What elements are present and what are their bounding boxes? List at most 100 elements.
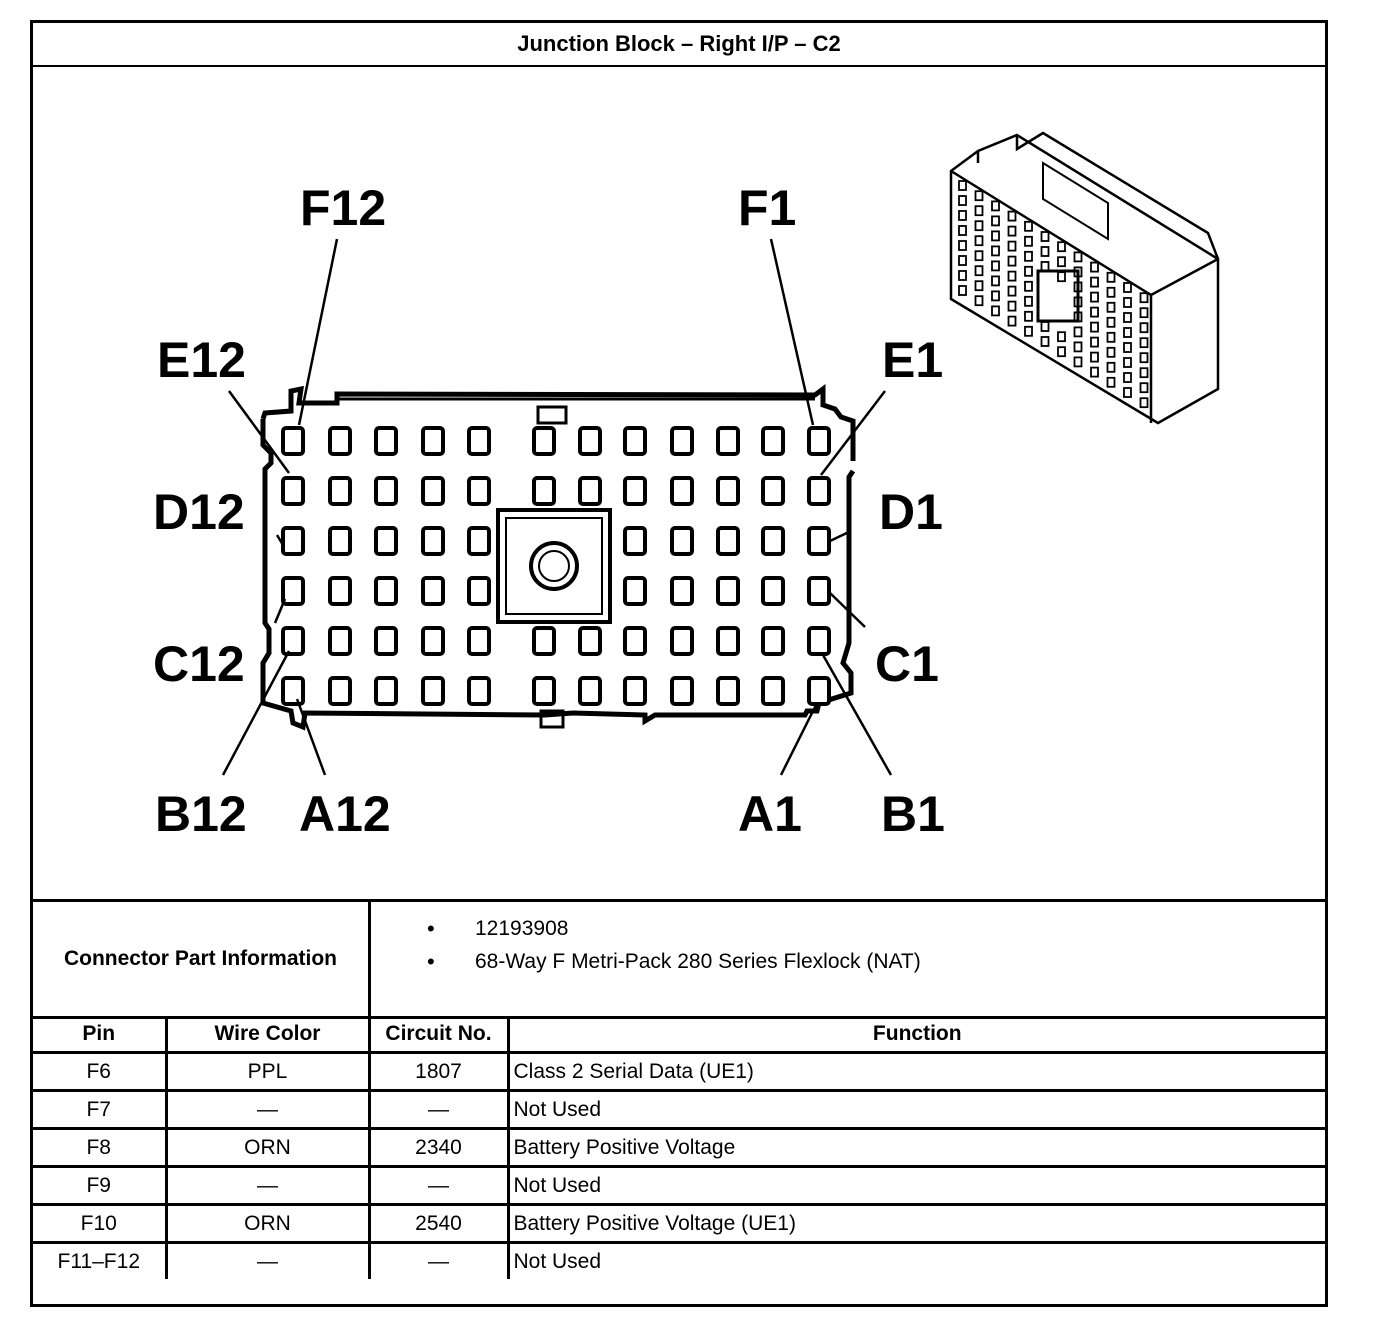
table-row: F11–F12 — — Not Used	[33, 1241, 1325, 1279]
icon-cavity	[1090, 336, 1099, 348]
icon-cavity	[991, 305, 1000, 317]
icon-cavity	[1139, 322, 1149, 334]
pin-cavity-F12	[281, 426, 305, 456]
pin-cavity-E2	[761, 476, 785, 506]
icon-cavity	[958, 270, 967, 281]
pin-cavity-A1	[807, 676, 831, 706]
cell-pin: F8	[33, 1127, 168, 1168]
pin-cavity-A8	[467, 676, 491, 706]
table-row: F9 — — Not Used	[33, 1165, 1325, 1206]
leader-line	[779, 702, 819, 776]
icon-cavity	[991, 200, 1000, 212]
icon-cavity	[1057, 241, 1066, 253]
pin-cavity-F6	[578, 426, 602, 456]
pin-cavity-A2	[761, 676, 785, 706]
pin-cavity-D8	[467, 526, 491, 556]
icon-cavity	[958, 180, 967, 191]
pin-cavity-B4	[670, 626, 694, 656]
icon-cavity	[958, 255, 967, 266]
cell-function: Battery Positive Voltage	[506, 1127, 1325, 1168]
part-number: 12193908	[413, 916, 921, 949]
pin-cavity-D2	[761, 526, 785, 556]
header-circuit-no: Circuit No.	[367, 1016, 510, 1054]
cell-function: Not Used	[506, 1241, 1325, 1279]
pin-cavity-E5	[623, 476, 647, 506]
icon-cavity	[1090, 291, 1099, 303]
icon-cavity	[1123, 297, 1132, 308]
cell-wire-color: ORN	[164, 1127, 371, 1168]
pin-cavity-B8	[467, 626, 491, 656]
pin-label-c1: C1	[875, 636, 939, 692]
header-wire-color: Wire Color	[164, 1016, 371, 1054]
pin-cavity-A3	[716, 676, 740, 706]
icon-cavity	[974, 280, 984, 292]
pin-label-f12: F12	[300, 180, 386, 236]
pin-cavity-D5	[623, 526, 647, 556]
connector-isometric-icon	[949, 131, 1220, 425]
pin-cavity-E7	[532, 476, 556, 506]
pin-label-d1: D1	[879, 484, 943, 540]
icon-cavity	[1106, 316, 1116, 328]
pin-cavity-B6	[578, 626, 602, 656]
leader-line	[221, 650, 291, 776]
pin-label-c12: C12	[153, 636, 245, 692]
pin-cavity-C11	[328, 576, 352, 606]
icon-cavity	[1024, 280, 1033, 292]
pin-cavity-D12	[281, 526, 305, 556]
pin-cavity-E4	[670, 476, 694, 506]
icon-cavity	[1139, 397, 1149, 409]
cell-circuit-no: 2340	[367, 1127, 510, 1168]
pin-cavity-C10	[374, 576, 398, 606]
connector-icon-cavities	[958, 180, 1149, 409]
cell-pin: F9	[33, 1165, 168, 1206]
icon-cavity	[1040, 231, 1050, 242]
icon-cavity	[1024, 235, 1033, 247]
cell-function: Not Used	[506, 1165, 1325, 1206]
pin-cavity-B5	[623, 626, 647, 656]
pin-cavity-C9	[421, 576, 445, 606]
icon-cavity	[1106, 376, 1116, 388]
icon-cavity	[1090, 351, 1099, 363]
cell-function: Battery Positive Voltage (UE1)	[506, 1203, 1325, 1244]
icon-cavity	[1007, 270, 1017, 282]
icon-cavity	[1090, 276, 1099, 288]
cell-circuit-no: —	[367, 1089, 510, 1130]
icon-cavity	[1007, 285, 1017, 297]
pin-cavity-A6	[578, 676, 602, 706]
icon-cavity	[991, 275, 1000, 287]
pin-cavity-D4	[670, 526, 694, 556]
pin-cavity-D11	[328, 526, 352, 556]
pin-label-d12: D12	[153, 484, 245, 540]
pin-cavity-B1	[807, 626, 831, 656]
icon-cavity	[1007, 225, 1017, 237]
icon-cavity	[1106, 301, 1116, 313]
icon-cavity	[1123, 387, 1132, 398]
pin-cavity-F2	[761, 426, 785, 456]
icon-cavity	[1106, 331, 1116, 343]
icon-cavity	[1007, 210, 1017, 222]
table-row: F7 — — Not Used	[33, 1089, 1325, 1130]
pin-label-e1: E1	[882, 332, 943, 388]
leader-line	[769, 238, 815, 426]
pin-cavity-B11	[328, 626, 352, 656]
icon-cavity	[1040, 246, 1050, 257]
pin-cavity-A4	[670, 676, 694, 706]
connector-part-info-label: Connector Part Information	[33, 902, 371, 1016]
icon-cavity	[1073, 281, 1083, 293]
connector-housing	[260, 384, 856, 731]
icon-cavity	[1024, 310, 1033, 322]
icon-cavity	[1123, 282, 1132, 293]
icon-cavity	[1139, 337, 1149, 349]
pin-cavity-C12	[281, 576, 305, 606]
cell-wire-color: PPL	[164, 1051, 371, 1092]
icon-cavity	[1040, 261, 1050, 272]
pin-cavity-F8	[467, 426, 491, 456]
icon-cavity	[1106, 361, 1116, 373]
icon-cavity	[974, 295, 984, 307]
icon-cavity	[958, 195, 967, 206]
icon-cavity	[1024, 325, 1033, 337]
pin-label-e12: E12	[157, 332, 246, 388]
icon-cavity	[958, 240, 967, 251]
cell-wire-color: —	[164, 1241, 371, 1279]
cell-pin: F11–F12	[33, 1241, 168, 1279]
